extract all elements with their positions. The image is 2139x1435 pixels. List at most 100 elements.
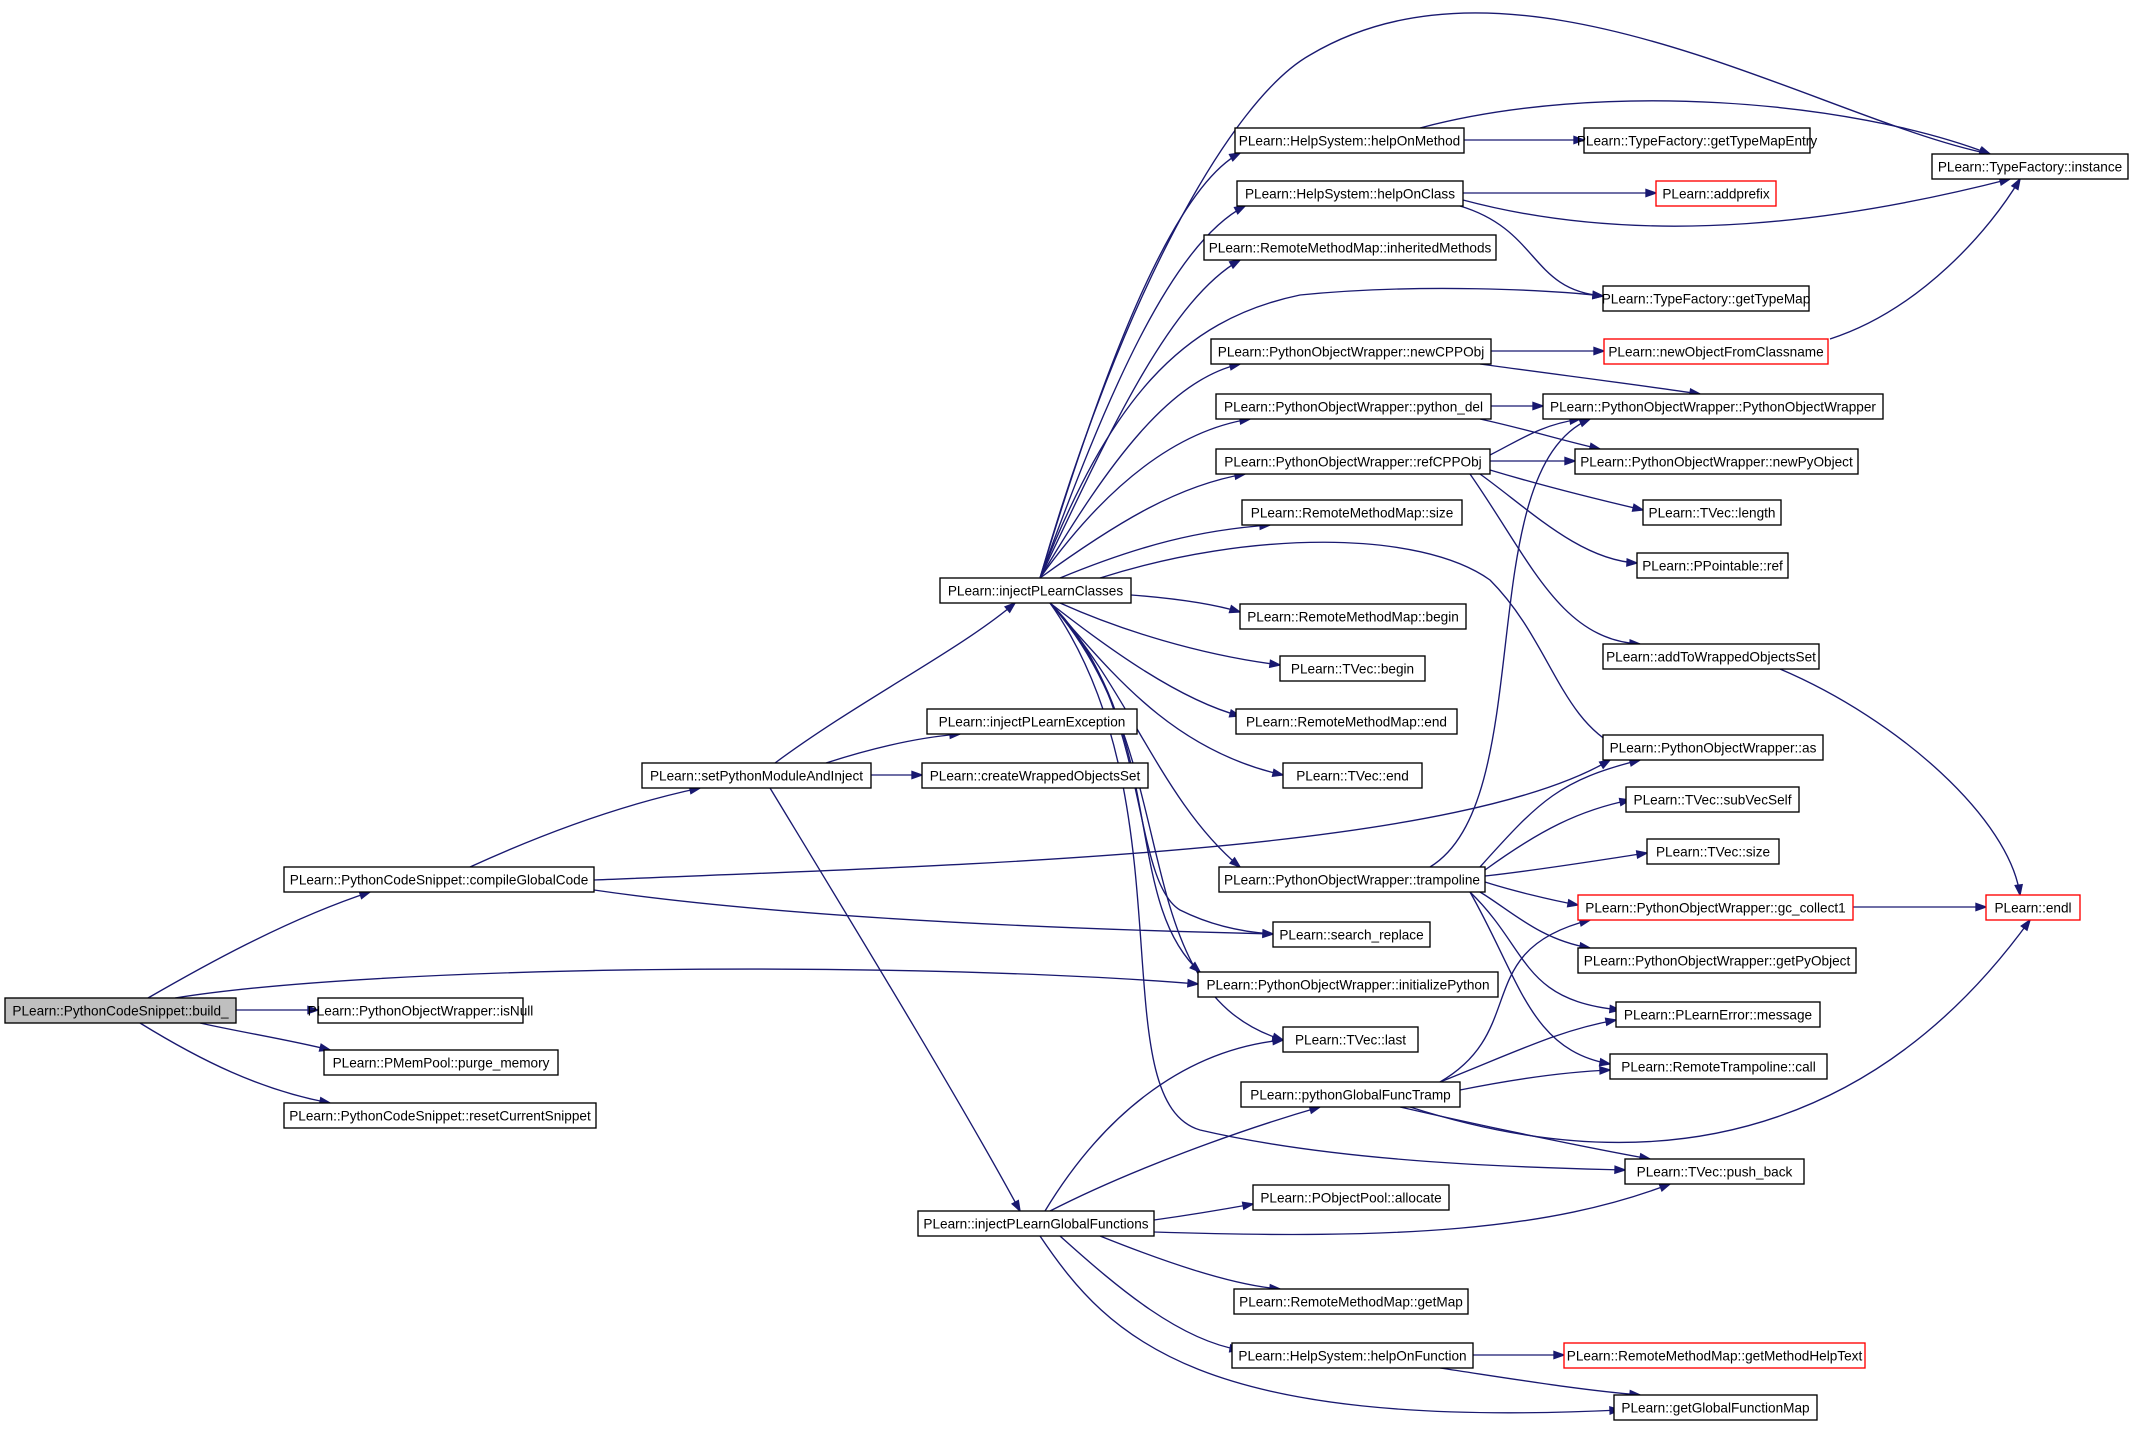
node-message[interactable]: PLearn::PLearnError::message: [1615, 1001, 1821, 1028]
node-initializePython[interactable]: PLearn::PythonObjectWrapper::initializeP…: [1197, 971, 1499, 998]
node-getMap[interactable]: PLearn::RemoteMethodMap::getMap: [1233, 1288, 1469, 1315]
edge-refCPPObj-to-ppointable_ref: [1479, 473, 1640, 567]
arrowhead: [1598, 758, 1612, 770]
node-box: [1236, 180, 1464, 207]
edge-line: [1039, 418, 1251, 579]
edge-line: [1484, 881, 1579, 906]
arrowhead: [358, 891, 372, 900]
node-pow_as[interactable]: PLearn::PythonObjectWrapper::as: [1602, 734, 1824, 761]
node-tvec_length[interactable]: PLearn::TVec::length: [1642, 499, 1782, 526]
node-newPyObject[interactable]: PLearn::PythonObjectWrapper::newPyObject: [1574, 448, 1859, 475]
node-resetCurrentSnippet[interactable]: PLearn::PythonCodeSnippet::resetCurrentS…: [283, 1102, 597, 1129]
node-box: [1215, 393, 1492, 420]
node-addToWrappedObjectsSet[interactable]: PLearn::addToWrappedObjectsSet: [1602, 643, 1820, 670]
node-instance[interactable]: PLearn::TypeFactory::instance: [1931, 153, 2129, 180]
node-ppointable_ref[interactable]: PLearn::PPointable::ref: [1636, 552, 1789, 579]
node-endl[interactable]: PLearn::endl: [1985, 894, 2081, 921]
node-label: PLearn::RemoteTrampoline::call: [1621, 1060, 1815, 1075]
node-helpOnClass[interactable]: PLearn::HelpSystem::helpOnClass: [1236, 180, 1464, 207]
node-getTypeMap[interactable]: PLearn::TypeFactory::getTypeMap: [1602, 285, 1811, 312]
arrowhead: [1564, 456, 1578, 466]
node-createWrappedObjectsSet[interactable]: PLearn::createWrappedObjectsSet: [921, 762, 1149, 789]
node-setPythonModuleAndInject[interactable]: PLearn::setPythonModuleAndInject: [641, 762, 872, 789]
node-allocate[interactable]: PLearn::PObjectPool::allocate: [1252, 1184, 1450, 1211]
node-box: [283, 1102, 597, 1129]
edge-line: [1469, 473, 1641, 645]
arrowhead: [1978, 146, 1992, 155]
node-box: [323, 1049, 559, 1076]
edge-setPythonModuleAndInject-to-injectPLearnGlobalFunctions: [769, 787, 1021, 1213]
edge-injectPLearnClasses-to-tvec_begin: [1059, 602, 1283, 669]
node-label: PLearn::TypeFactory::getTypeMap: [1602, 292, 1811, 307]
node-injectPLearnException[interactable]: PLearn::injectPLearnException: [926, 708, 1138, 735]
node-trampoline[interactable]: PLearn::PythonObjectWrapper::trampoline: [1218, 866, 1486, 893]
node-box: [1613, 1394, 1818, 1421]
node-label: PLearn::RemoteMethodMap::getMap: [1239, 1295, 1463, 1310]
node-call[interactable]: PLearn::RemoteTrampoline::call: [1609, 1053, 1828, 1080]
node-label: PLearn::injectPLearnClasses: [948, 584, 1124, 599]
node-label: PLearn::PythonObjectWrapper::trampoline: [1224, 873, 1480, 888]
arrowhead: [307, 1005, 321, 1015]
node-box: [1636, 552, 1789, 579]
edge-line: [1484, 852, 1648, 877]
node-tvec_end[interactable]: PLearn::TVec::end: [1282, 762, 1423, 789]
node-helpOnFunction[interactable]: PLearn::HelpSystem::helpOnFunction: [1231, 1342, 1474, 1369]
arrowhead: [1228, 258, 1242, 270]
edge-injectPLearnClasses-to-trampoline: [1049, 602, 1242, 869]
node-subVecSelf[interactable]: PLearn::TVec::subVecSelf: [1625, 786, 1800, 813]
node-push_back[interactable]: PLearn::TVec::push_back: [1624, 1158, 1805, 1185]
edge-injectPLearnGlobalFunctions-to-allocate: [1153, 1201, 1256, 1221]
edge-line: [199, 1022, 331, 1051]
node-newObjectFromClassname[interactable]: PLearn::newObjectFromClassname: [1603, 338, 1829, 365]
node-injectPLearnGlobalFunctions[interactable]: PLearn::injectPLearnGlobalFunctions: [917, 1210, 1155, 1237]
edge-line: [1049, 602, 1241, 868]
node-tvec_size[interactable]: PLearn::TVec::size: [1646, 838, 1780, 865]
edge-line: [1419, 100, 1991, 155]
edge-line: [1039, 259, 1241, 579]
node-rmm_end[interactable]: PLearn::RemoteMethodMap::end: [1235, 708, 1458, 735]
edge-line: [147, 891, 371, 999]
node-build_[interactable]: PLearn::PythonCodeSnippet::build_: [4, 997, 237, 1024]
edge-line: [1429, 418, 1591, 868]
node-getPyObject[interactable]: PLearn::PythonObjectWrapper::getPyObject: [1577, 947, 1857, 974]
node-refCPPObj[interactable]: PLearn::PythonObjectWrapper::refCPPObj: [1215, 448, 1491, 475]
node-newCPPObj[interactable]: PLearn::PythonObjectWrapper::newCPPObj: [1210, 338, 1492, 365]
node-compileGlobalCode[interactable]: PLearn::PythonCodeSnippet::compileGlobal…: [283, 866, 595, 893]
arrowhead: [1532, 401, 1546, 411]
node-getMethodHelpText[interactable]: PLearn::RemoteMethodMap::getMethodHelpTe…: [1563, 1342, 1866, 1369]
node-purge_memory[interactable]: PLearn::PMemPool::purge_memory: [323, 1049, 559, 1076]
node-isNull[interactable]: PLearn::PythonObjectWrapper::isNull: [308, 997, 534, 1024]
node-injectPLearnClasses[interactable]: PLearn::injectPLearnClasses: [939, 577, 1132, 604]
node-rmm_begin[interactable]: PLearn::RemoteMethodMap::begin: [1239, 603, 1467, 630]
node-box: [1252, 1184, 1450, 1211]
edge-setPythonModuleAndInject-to-createWrappedObjectsSet: [871, 770, 925, 780]
edge-build_-to-compileGlobalCode: [147, 891, 372, 999]
node-search_replace[interactable]: PLearn::search_replace: [1272, 921, 1431, 948]
edge-injectPLearnClasses-to-rmm_begin: [1130, 594, 1242, 614]
node-inheritedMethods[interactable]: PLearn::RemoteMethodMap::inheritedMethod…: [1203, 234, 1497, 261]
node-getTypeMapEntry[interactable]: PLearn::TypeFactory::getTypeMapEntry: [1577, 127, 1817, 154]
edge-line: [1439, 1019, 1617, 1083]
edge-injectPLearnClasses-to-instance: [1039, 12, 1993, 579]
node-pow_ctor[interactable]: PLearn::PythonObjectWrapper::PythonObjec…: [1542, 393, 1884, 420]
node-box: [1233, 1288, 1469, 1315]
node-gc_collect1[interactable]: PLearn::PythonObjectWrapper::gc_collect1: [1577, 894, 1854, 921]
node-python_del[interactable]: PLearn::PythonObjectWrapper::python_del: [1215, 393, 1492, 420]
node-pythonGlobalFuncTramp[interactable]: PLearn::pythonGlobalFuncTramp: [1240, 1081, 1461, 1108]
node-getGlobalFunctionMap[interactable]: PLearn::getGlobalFunctionMap: [1613, 1394, 1818, 1421]
node-rmm_size[interactable]: PLearn::RemoteMethodMap::size: [1241, 499, 1463, 526]
node-addprefix[interactable]: PLearn::addprefix: [1655, 180, 1777, 207]
node-helpOnMethod[interactable]: PLearn::HelpSystem::helpOnMethod: [1234, 127, 1465, 154]
node-label: PLearn::search_replace: [1279, 928, 1423, 943]
node-box: [1210, 338, 1492, 365]
edge-line: [1479, 891, 1591, 949]
node-label: PLearn::TVec::push_back: [1637, 1165, 1793, 1180]
node-box: [921, 762, 1149, 789]
node-tvec_last[interactable]: PLearn::TVec::last: [1282, 1026, 1419, 1053]
edge-line: [1153, 1203, 1254, 1221]
node-label: PLearn::PythonObjectWrapper::isNull: [308, 1004, 534, 1019]
arrowhead: [1566, 898, 1581, 908]
arrowhead: [2010, 177, 2022, 191]
edge-setPythonModuleAndInject-to-injectPLearnException: [825, 730, 963, 764]
node-tvec_begin[interactable]: PLearn::TVec::begin: [1279, 655, 1426, 682]
